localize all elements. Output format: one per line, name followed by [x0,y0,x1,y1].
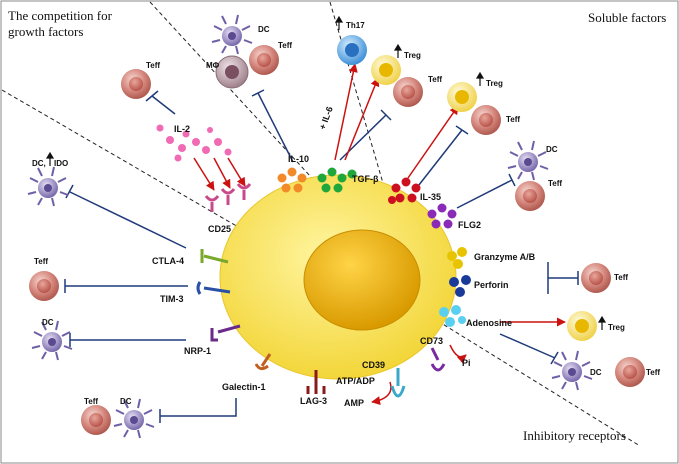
label-dc-bottomleft: DC [120,397,132,406]
label-treg-right: Treg [486,79,503,88]
dc-cell-bottomright [551,350,593,391]
competition-title-line2: growth factors [8,24,83,39]
soluble-factors-title: Soluble factors [588,10,666,25]
label-treg-top: Treg [404,51,421,60]
label-dc-bottomright: DC [590,368,602,377]
il2-dots [156,124,232,162]
divider-inhibitory [419,309,641,447]
teff-cell-tim3 [29,271,59,301]
teff-cell-bottomright [615,357,645,387]
label-teff-topleft: Teff [146,61,160,70]
label-tim3: TIM-3 [160,294,184,304]
label-il10: IL-10 [288,154,309,164]
treg-cell-adenosine [567,311,597,341]
label-teff-right: Teff [506,115,520,124]
teff-cell-bottomleft [81,405,111,435]
label-atp-adp: ATP/ADP [336,376,375,386]
cd39-receptor [390,368,406,398]
teff-cell-right [471,105,501,135]
label-dc-nrp1: DC [42,318,54,327]
treg-cell-right [447,82,477,112]
label-dc-ido: DC, [32,159,46,168]
cell-labels: Teff DC MΦ Teff Th17 Treg Teff Treg Teff… [32,21,660,406]
dc-cell-right [507,140,549,181]
label-pi: Pi [462,358,471,368]
label-treg-adenosine: Treg [608,323,625,332]
label-teff-mphi: Teff [278,41,292,50]
label-il35: IL-35 [420,192,441,202]
label-teff-bottomright: Teff [646,368,660,377]
tgfb-dots [317,167,357,193]
il10-dots [277,167,307,193]
teff-cell-flg2 [515,181,545,211]
label-dc-top: DC [258,25,270,34]
treg-cell-top [371,55,401,85]
label-galectin1: Galectin-1 [222,382,266,392]
label-cd39: CD39 [362,360,385,370]
surface-receptors [196,249,446,398]
divider-soluble [329,1,386,191]
dc-cell-bottomleft [113,398,155,439]
label-mphi: MΦ [206,61,220,70]
inhibitory-receptors-title: Inhibitory receptors [523,428,626,443]
tim3-receptor [196,281,231,295]
label-teff-bottomleft: Teff [84,397,98,406]
label-teff-tim3: Teff [34,257,48,266]
label-il2: IL-2 [174,124,190,134]
label-ctla4: CTLA-4 [152,256,184,266]
teff-cell-topleft [121,69,151,99]
teff-cell-granzyme [581,263,611,293]
galectin1-receptor [254,353,272,371]
dc-cell-ido [27,166,69,207]
granzyme-dots [447,247,467,269]
molecule-labels: IL-2 CD25 IL-10 TGF-β + IL-6 IL-35 FLG2 … [152,105,536,408]
competition-title-line1: The competition for [8,8,113,23]
teff-cell-mphi [249,45,279,75]
inhibition-lines [64,89,579,423]
label-perforin: Perforin [474,280,509,290]
treg-cell-nucleus [303,229,421,331]
label-th17: Th17 [346,21,365,30]
dc-cell-nrp1 [31,320,73,361]
label-flg2: FLG2 [458,220,481,230]
flg2-dots [427,203,457,229]
divider-left [1,89,241,229]
activation-arrows [193,63,566,406]
label-lag3: LAG-3 [300,396,327,406]
lag3-receptor [306,370,326,394]
il35-dots [388,177,421,204]
label-dc-right: DC [546,145,558,154]
macrophage-cell [215,55,249,89]
cd73-receptor [430,347,446,372]
ctla4-receptor [200,249,229,264]
label-teff-mid: Teff [428,75,442,84]
label-il6: + IL-6 [317,105,335,131]
label-teff-granzyme: Teff [614,273,628,282]
label-granzyme: Granzyme A/B [474,252,536,262]
nrp1-receptor [210,324,241,342]
label-nrp1: NRP-1 [184,346,211,356]
increase-arrows [45,15,607,330]
teff-cell-mid [393,77,423,107]
dc-cell-top [211,14,253,55]
cells [27,14,645,439]
label-amp: AMP [344,398,364,408]
perforin-dots [449,275,471,297]
cd25-receptors [204,183,252,212]
th17-cell [337,35,367,65]
label-tgfb: TGF-β [352,174,379,184]
label-cd25: CD25 [208,224,231,234]
label-teff-flg2: Teff [548,179,562,188]
label-ido: IDO [54,159,68,168]
label-cd73: CD73 [420,336,443,346]
adenosine-dots [439,305,466,327]
label-adenosine: Adenosine [466,318,512,328]
